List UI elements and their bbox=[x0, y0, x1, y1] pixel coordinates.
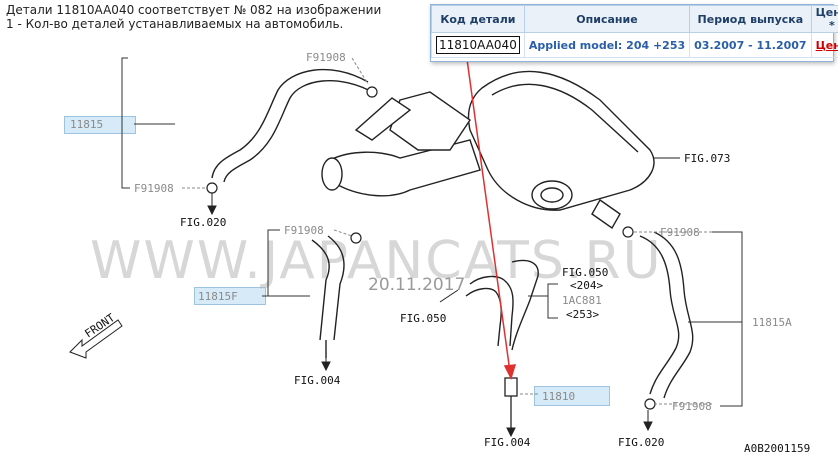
price-link[interactable]: Цена bbox=[815, 38, 838, 52]
label-11815a: 11815A bbox=[752, 316, 792, 329]
table-header-row: Код детали Описание Период выпуска Цена … bbox=[431, 5, 838, 33]
label-highlight-11815 bbox=[64, 116, 136, 134]
hose-11815f bbox=[311, 235, 345, 358]
diagram-id: A0B2001159 bbox=[744, 442, 810, 455]
label-1ac881: 1AC881 bbox=[562, 294, 602, 307]
label-fig050-b: FIG.050 bbox=[562, 266, 608, 279]
label-fig020-b: FIG.020 bbox=[618, 436, 664, 449]
clamps bbox=[206, 86, 656, 410]
col-price: Цена * bbox=[810, 5, 838, 33]
front-label: FRONT bbox=[82, 311, 117, 341]
label-f91908-b: F91908 bbox=[134, 182, 174, 195]
label-11815: 11815 bbox=[70, 118, 103, 131]
cell-code: 11810AA040 bbox=[431, 32, 525, 58]
label-f91908-c: F91908 bbox=[284, 224, 324, 237]
watermark: WWW.JAPANCATS.RU bbox=[90, 231, 663, 291]
pcv-valve-11810 bbox=[504, 377, 518, 428]
part-info-popup: Код детали Описание Период выпуска Цена … bbox=[430, 4, 838, 62]
page-header: Детали 11810AA040 соответствует № 082 на… bbox=[6, 3, 381, 31]
col-code: Код детали bbox=[431, 5, 525, 33]
front-arrow-icon bbox=[69, 319, 123, 359]
label-fig020-a: FIG.020 bbox=[180, 216, 226, 229]
watermark-date: 20.11.2017 bbox=[368, 275, 465, 295]
label-f91908-a: F91908 bbox=[306, 51, 346, 64]
highlight-arrow bbox=[465, 51, 517, 381]
bracket-11815 bbox=[121, 57, 175, 189]
bracket-11815f bbox=[262, 229, 310, 297]
reference-arrows bbox=[207, 157, 680, 438]
label-v204: <204> bbox=[570, 279, 603, 292]
part-info-table: Код детали Описание Период выпуска Цена … bbox=[431, 5, 838, 58]
air-intake-assembly bbox=[321, 70, 655, 230]
label-fig004-b: FIG.004 bbox=[484, 436, 531, 449]
leader-lines bbox=[182, 57, 712, 405]
label-11810: 11810 bbox=[542, 390, 575, 403]
label-fig004-a: FIG.004 bbox=[294, 374, 341, 387]
label-fig050-a: FIG.050 bbox=[400, 312, 446, 325]
header-title: Детали 11810AA040 соответствует № 082 на… bbox=[6, 3, 382, 17]
col-period: Период выпуска bbox=[689, 5, 812, 33]
label-11815f: 11815F bbox=[198, 290, 238, 303]
col-description: Описание bbox=[523, 5, 691, 33]
cell-description: Applied model: 204 +253 bbox=[523, 32, 691, 58]
label-highlight-11810 bbox=[534, 386, 610, 406]
hose-11815 bbox=[211, 68, 377, 183]
part-code-box[interactable]: 11810AA040 bbox=[436, 36, 520, 54]
header-note: 1 - Кол-во деталей устанавливаемых на ав… bbox=[6, 17, 344, 31]
label-fig073: FIG.073 bbox=[684, 152, 730, 165]
label-f91908-e: F91908 bbox=[672, 400, 712, 413]
hose-center bbox=[465, 259, 539, 351]
hose-11815a bbox=[639, 231, 694, 399]
label-v253: <253> bbox=[566, 308, 599, 321]
cell-price: Цена bbox=[810, 32, 838, 58]
cell-period: 03.2007 - 11.2007 bbox=[689, 32, 812, 58]
bracket-11815a bbox=[688, 231, 743, 407]
table-row: 11810AA040 Applied model: 204 +253 03.20… bbox=[431, 32, 838, 58]
